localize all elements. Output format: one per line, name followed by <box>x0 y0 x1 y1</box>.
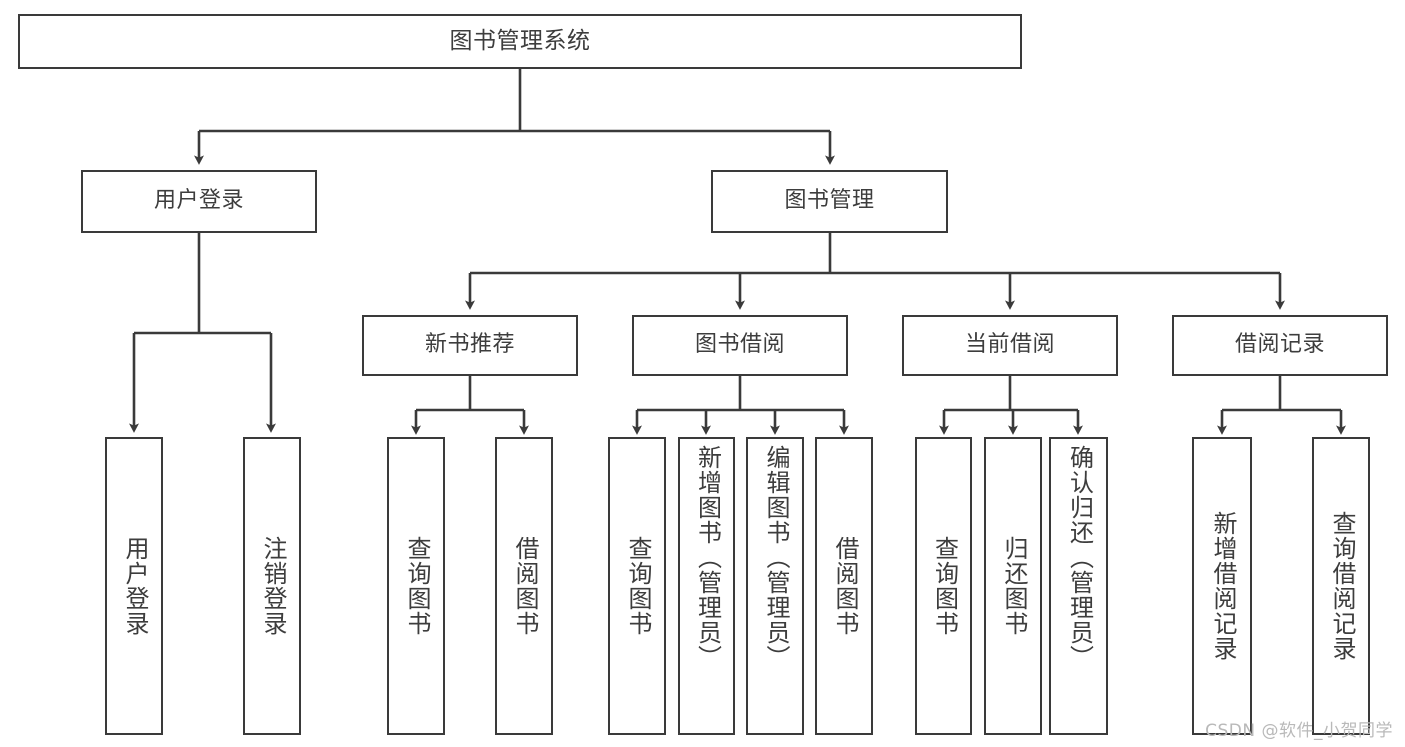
node-user-login[interactable]: 用户登录 <box>81 170 317 233</box>
node-label: 借阅图书 <box>510 536 539 636</box>
node-borrow-records[interactable]: 借阅记录 <box>1172 315 1388 376</box>
leaf-borrow-books-new[interactable]: 借阅图书 <box>495 437 553 735</box>
watermark: CSDN @软件_小贺同学 <box>1205 721 1393 741</box>
node-book-management[interactable]: 图书管理 <box>711 170 948 233</box>
leaf-query-books-current[interactable]: 查询图书 <box>915 437 972 735</box>
leaf-add-book-admin[interactable]: 新增图书（管理员） <box>678 437 735 735</box>
node-label: 编辑图书（管理员） <box>761 445 790 670</box>
node-label: 用户登录 <box>153 188 244 214</box>
node-label: 新增图书（管理员） <box>693 445 722 670</box>
node-label: 确认归还（管理员） <box>1065 445 1094 670</box>
node-label: 归还图书 <box>999 536 1028 636</box>
node-label: 图书管理系统 <box>449 27 591 54</box>
node-label: 新增借阅记录 <box>1208 511 1237 661</box>
node-label: 查询图书 <box>623 536 652 636</box>
node-book-borrowing[interactable]: 图书借阅 <box>632 315 848 376</box>
node-label: 图书借阅 <box>694 332 785 358</box>
leaf-query-books-new[interactable]: 查询图书 <box>387 437 445 735</box>
leaf-query-books-borrow[interactable]: 查询图书 <box>608 437 666 735</box>
leaf-user-login[interactable]: 用户登录 <box>105 437 163 735</box>
node-label: 当前借阅 <box>964 332 1055 358</box>
leaf-edit-book-admin[interactable]: 编辑图书（管理员） <box>746 437 804 735</box>
node-label: 查询借阅记录 <box>1327 511 1356 661</box>
leaf-borrow-books[interactable]: 借阅图书 <box>815 437 873 735</box>
node-label: 借阅记录 <box>1234 332 1325 358</box>
leaf-confirm-return-admin[interactable]: 确认归还（管理员） <box>1049 437 1108 735</box>
node-label: 新书推荐 <box>424 332 515 358</box>
node-label: 图书管理 <box>784 188 875 214</box>
node-root-book-management-system[interactable]: 图书管理系统 <box>18 14 1022 69</box>
leaf-return-books[interactable]: 归还图书 <box>984 437 1042 735</box>
node-new-book-recommendation[interactable]: 新书推荐 <box>362 315 578 376</box>
node-label: 借阅图书 <box>830 536 859 636</box>
leaf-query-borrow-record[interactable]: 查询借阅记录 <box>1312 437 1370 735</box>
node-label: 查询图书 <box>402 536 431 636</box>
node-label: 注销登录 <box>258 536 287 636</box>
node-label: 查询图书 <box>930 536 959 636</box>
leaf-add-borrow-record[interactable]: 新增借阅记录 <box>1192 437 1252 735</box>
node-label: 用户登录 <box>120 536 149 636</box>
node-current-borrowing[interactable]: 当前借阅 <box>902 315 1118 376</box>
leaf-logout[interactable]: 注销登录 <box>243 437 301 735</box>
